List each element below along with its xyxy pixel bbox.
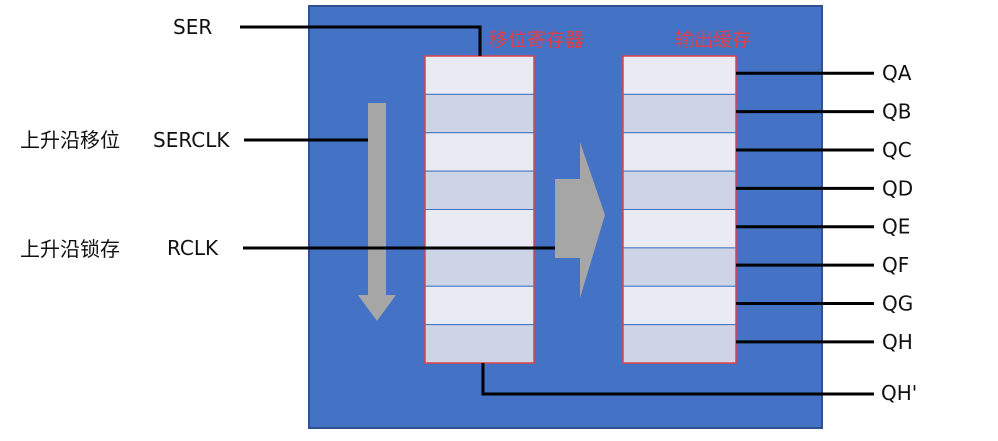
output-label: QD — [882, 176, 913, 200]
ser-label: SER — [173, 15, 212, 39]
shift-register-cell — [424, 93, 535, 134]
output-label: QE — [882, 215, 910, 239]
output-latch-cells — [622, 55, 737, 364]
output-label: QB — [882, 100, 911, 124]
output-latch-cell — [622, 132, 737, 172]
transfer-arrow — [555, 142, 605, 298]
serial-out-label: QH' — [881, 381, 917, 405]
serial-out-wire — [481, 363, 874, 396]
output-latch-cell — [622, 55, 737, 95]
shift-register-cell — [424, 132, 535, 172]
shift-register-cells — [424, 55, 535, 364]
shift-direction-arrow — [358, 103, 396, 321]
output-latch-frame — [622, 55, 737, 364]
output-label: QF — [882, 253, 909, 277]
output-label: QC — [882, 138, 912, 162]
rclk-description: 上升沿锁存 — [20, 237, 120, 261]
shift-register-title: 移位寄存器 — [489, 29, 584, 51]
rclk-label: RCLK — [167, 236, 219, 260]
output-latch-title: 输出缓存 — [675, 29, 751, 51]
shift-register-cell — [424, 324, 535, 364]
serclk-label: SERCLK — [153, 128, 230, 152]
output-latch-cell — [622, 170, 737, 210]
shift-register-cell — [424, 285, 535, 326]
output-label: QH — [882, 330, 913, 354]
serclk-description: 上升沿移位 — [20, 128, 120, 152]
output-label: QA — [882, 61, 912, 85]
shift-register-cell — [424, 209, 535, 249]
shift-register-cell — [424, 247, 535, 287]
parallel-outputs: QA QB QC QD QE QF QG QH — [736, 61, 913, 354]
shift-register-cell — [424, 170, 535, 210]
ser-wire — [240, 25, 482, 56]
output-latch-cell — [622, 209, 737, 249]
output-latch-cell — [622, 324, 737, 364]
shift-register-cell — [424, 55, 535, 95]
output-label: QG — [882, 291, 913, 315]
output-latch-cell — [622, 285, 737, 326]
output-latch-cell — [622, 93, 737, 134]
output-latch-cell — [622, 247, 737, 287]
